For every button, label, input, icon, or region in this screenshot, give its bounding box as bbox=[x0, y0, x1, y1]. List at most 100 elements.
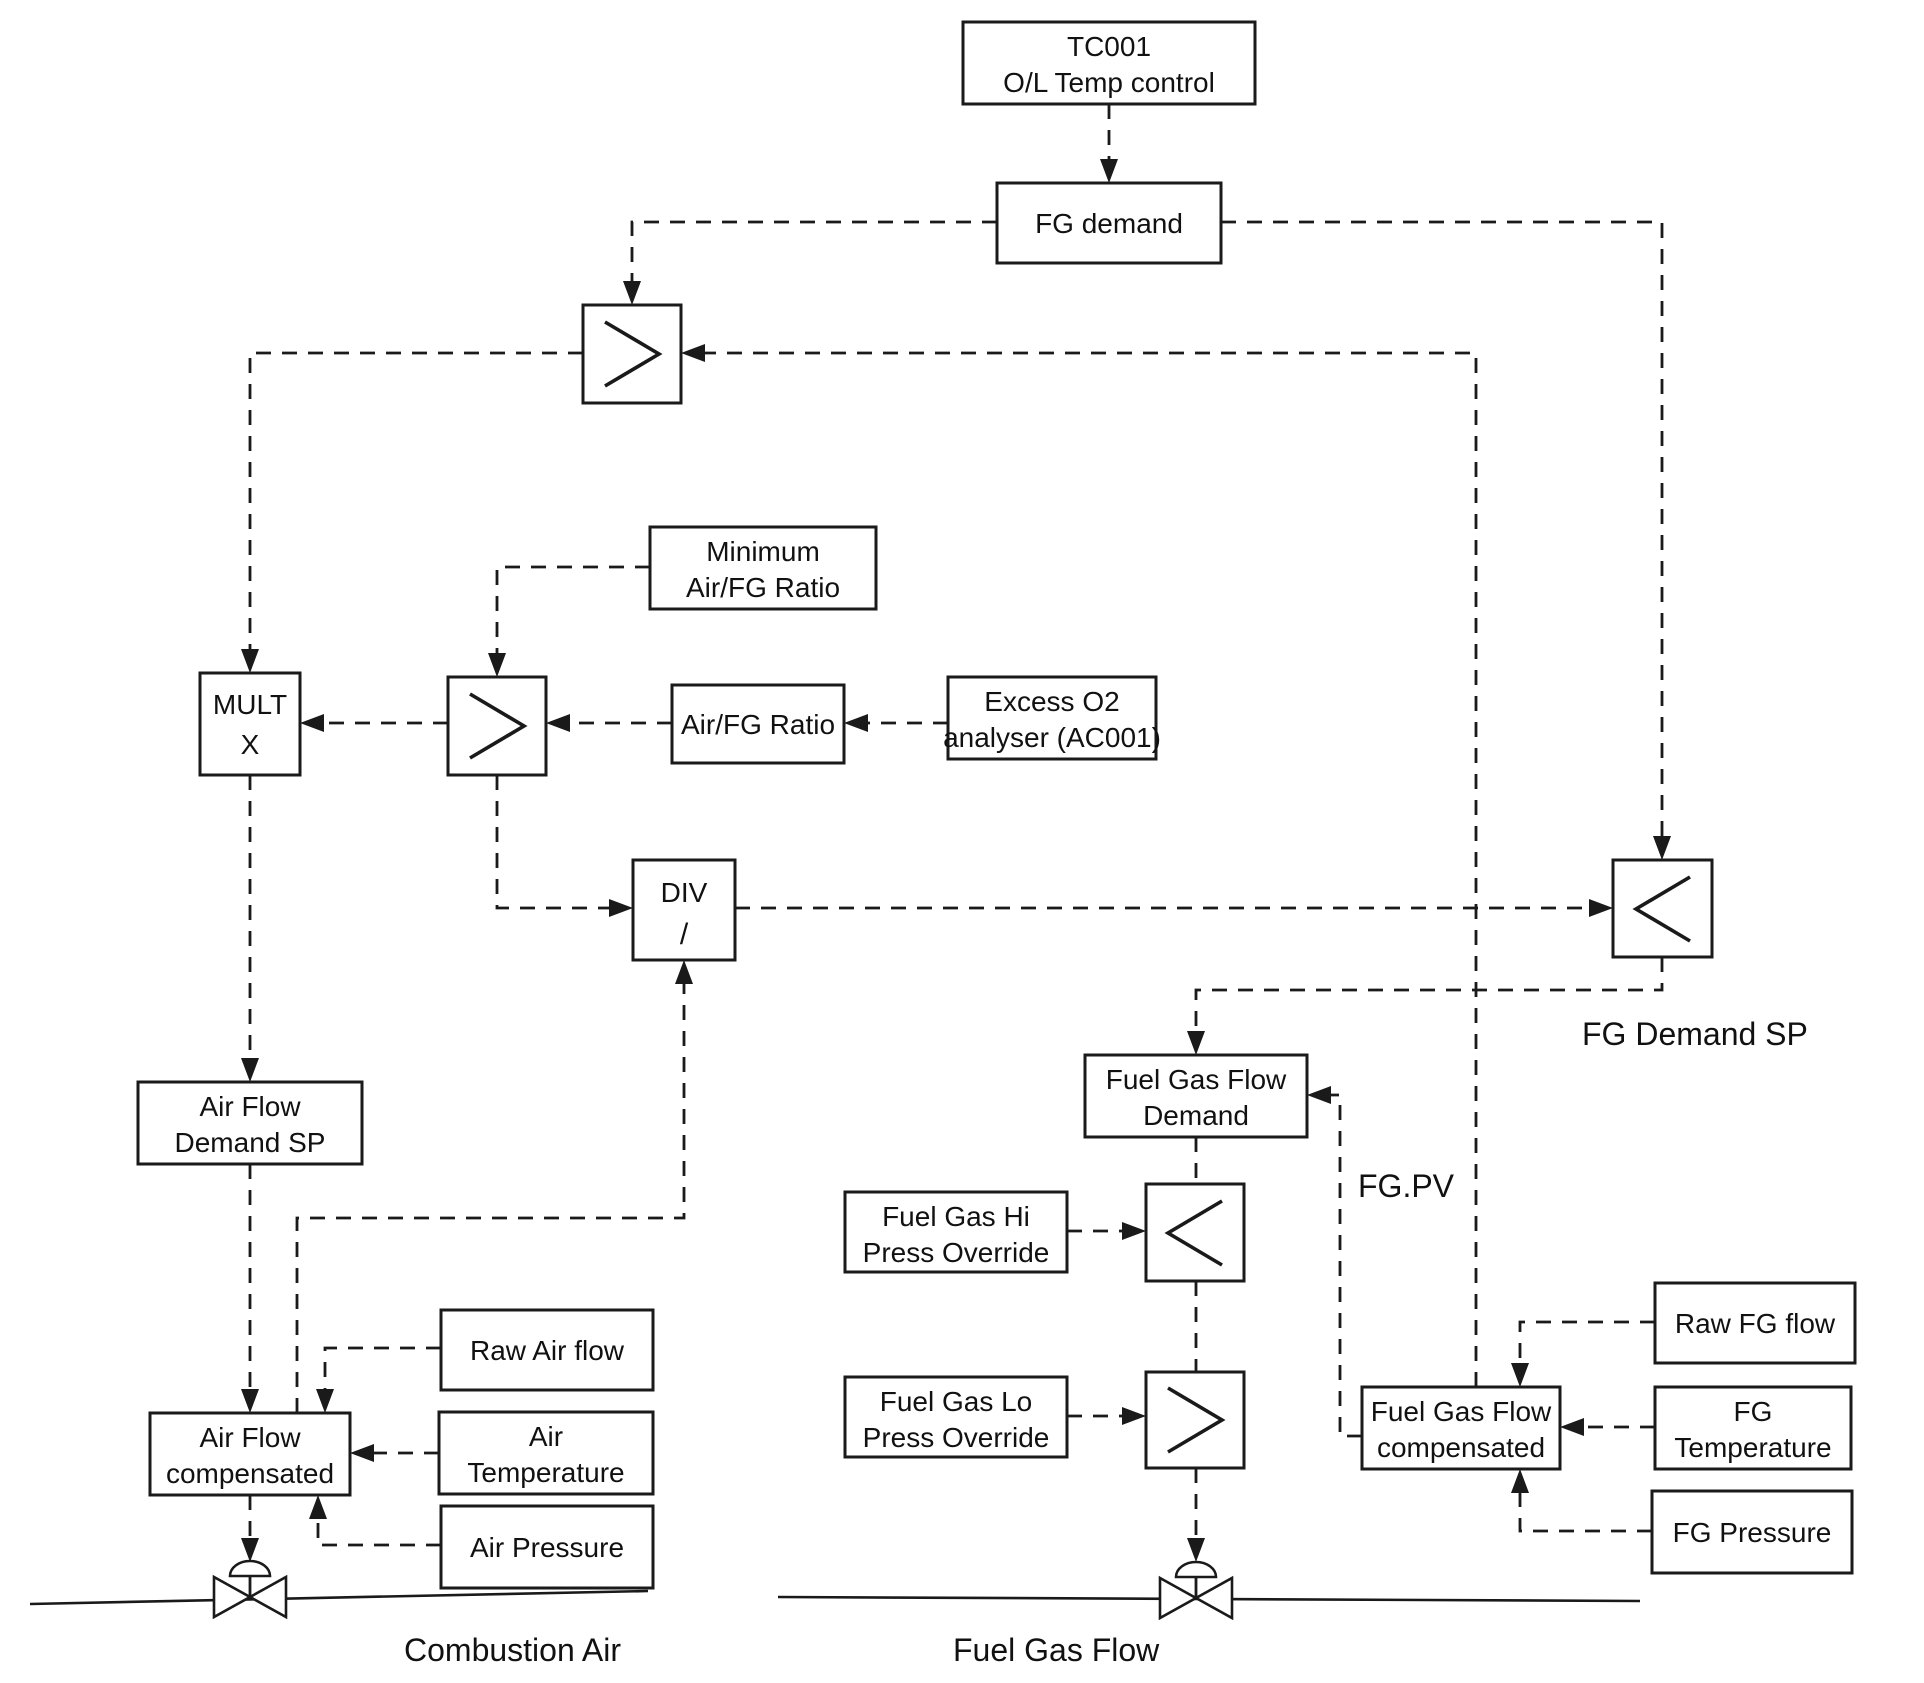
node-fg-temperature: FG Temperature bbox=[1653, 1385, 1853, 1471]
node-fuel-gas-flow-compensated-line1: Fuel Gas Flow bbox=[1371, 1396, 1552, 1427]
link-raw-fg-flow-to-compensated bbox=[1518, 1320, 1655, 1363]
node-air-temperature-box bbox=[437, 1410, 655, 1496]
valve-actuator-dome bbox=[228, 1559, 272, 1578]
node-fuel-gas-flow-compensated-line2: compensated bbox=[1377, 1432, 1545, 1463]
node-fg-demand: FG demand bbox=[995, 181, 1223, 265]
node-fg-pressure-label: FG Pressure bbox=[1673, 1517, 1832, 1548]
node-air-fg-ratio-label: Air/FG Ratio bbox=[681, 709, 835, 740]
link-raw-air-flow-to-compensated bbox=[323, 1346, 441, 1389]
high-select-lo-press-box bbox=[1144, 1370, 1246, 1470]
node-mult-line1: MULT bbox=[213, 689, 287, 720]
arrowhead bbox=[623, 281, 641, 305]
high-select-ratio bbox=[446, 675, 548, 777]
node-fg-demand-box bbox=[995, 181, 1223, 265]
node-excess-o2: Excess O2 analyser (AC001) bbox=[943, 675, 1161, 761]
valve-body bbox=[1158, 1575, 1234, 1621]
connectors bbox=[241, 104, 1671, 1562]
node-mult-line2: X bbox=[241, 729, 260, 760]
node-fuel-gas-lo-override: Fuel Gas Lo Press Override bbox=[843, 1375, 1069, 1459]
node-air-temperature: Air Temperature bbox=[437, 1410, 655, 1496]
node-fg-temperature-box bbox=[1653, 1385, 1853, 1471]
arrowhead bbox=[681, 344, 705, 362]
node-air-temperature-line1: Air bbox=[529, 1421, 563, 1452]
arrowhead bbox=[609, 899, 633, 917]
node-air-flow-compensated: Air Flow compensated bbox=[148, 1411, 352, 1497]
low-select-icon bbox=[1164, 1199, 1223, 1267]
valve-body bbox=[212, 1574, 288, 1620]
node-air-flow-compensated-box bbox=[148, 1411, 352, 1497]
high-select-lo-press bbox=[1144, 1370, 1246, 1470]
fuel-gas-valve-icon bbox=[1158, 1560, 1234, 1621]
node-raw-air-flow-box bbox=[439, 1308, 655, 1392]
node-fuel-gas-flow-demand-line2: Demand bbox=[1143, 1100, 1249, 1131]
arrowhead bbox=[316, 1389, 334, 1413]
arrowhead bbox=[1511, 1363, 1529, 1387]
low-select-hi-press-box bbox=[1144, 1182, 1246, 1283]
node-raw-fg-flow: Raw FG flow bbox=[1653, 1281, 1857, 1365]
high-select-air-demand-box bbox=[581, 303, 683, 405]
node-air-temperature-line2: Temperature bbox=[467, 1457, 624, 1488]
arrowhead bbox=[350, 1444, 374, 1462]
node-air-flow-demand-sp-line1: Air Flow bbox=[199, 1091, 301, 1122]
arrowhead bbox=[300, 714, 324, 732]
node-fuel-gas-flow-compensated-box bbox=[1360, 1385, 1562, 1471]
high-select-icon bbox=[1167, 1386, 1226, 1454]
node-mult-box bbox=[198, 671, 302, 777]
arrowhead bbox=[488, 653, 506, 677]
low-select-fg-demand-box bbox=[1611, 858, 1714, 959]
arrowhead bbox=[1589, 899, 1613, 917]
arrowhead bbox=[241, 1058, 259, 1082]
arrowhead bbox=[1560, 1418, 1584, 1436]
node-air-flow-demand-sp-line2: Demand SP bbox=[175, 1127, 326, 1158]
high-select-ratio-box bbox=[446, 675, 548, 777]
node-fuel-gas-hi-override-line1: Fuel Gas Hi bbox=[882, 1201, 1030, 1232]
node-fuel-gas-flow-compensated: Fuel Gas Flow compensated bbox=[1360, 1385, 1562, 1471]
node-fg-pressure: FG Pressure bbox=[1650, 1489, 1854, 1575]
node-div: DIV / bbox=[631, 858, 737, 962]
node-fuel-gas-flow-demand-line1: Fuel Gas Flow bbox=[1106, 1064, 1287, 1095]
node-fg-demand-label: FG demand bbox=[1035, 208, 1183, 239]
node-tc001-line1: TC001 bbox=[1067, 31, 1151, 62]
link-fg-flow-pv-to-high-select-air bbox=[705, 351, 1478, 1387]
fg-pv-label: FG.PV bbox=[1358, 1168, 1455, 1204]
link-fg-pressure-to-compensated bbox=[1518, 1493, 1652, 1533]
fuel-gas-flow-label: Fuel Gas Flow bbox=[953, 1632, 1160, 1668]
valve-actuator-dome bbox=[1174, 1560, 1218, 1579]
arrowhead bbox=[675, 960, 693, 984]
high-select-icon bbox=[604, 320, 663, 388]
link-low-select-fg-to-fg-flow-demand bbox=[1194, 957, 1664, 1031]
node-div-line2: / bbox=[680, 918, 689, 951]
node-fuel-gas-hi-override-box bbox=[843, 1190, 1069, 1274]
node-div-line1: DIV bbox=[661, 877, 708, 908]
link-high-select-air-to-mult bbox=[248, 351, 583, 649]
node-raw-fg-flow-label: Raw FG flow bbox=[1675, 1308, 1836, 1339]
node-excess-o2-box bbox=[946, 675, 1158, 761]
arrowhead bbox=[241, 1389, 259, 1413]
node-fuel-gas-hi-override: Fuel Gas Hi Press Override bbox=[843, 1190, 1069, 1274]
arrowhead bbox=[1122, 1222, 1146, 1240]
link-air-pressure-to-compensated bbox=[316, 1519, 441, 1547]
arrowhead bbox=[1187, 1031, 1205, 1055]
node-fuel-gas-lo-override-line1: Fuel Gas Lo bbox=[880, 1386, 1033, 1417]
node-fuel-gas-hi-override-line2: Press Override bbox=[863, 1237, 1050, 1268]
node-fg-temperature-line1: FG bbox=[1734, 1396, 1773, 1427]
node-air-fg-ratio: Air/FG Ratio bbox=[670, 683, 846, 765]
process-lines bbox=[29, 1559, 1641, 1621]
link-fg-demand-to-high-select-air bbox=[630, 220, 997, 281]
arrowhead bbox=[309, 1495, 327, 1519]
arrowhead bbox=[241, 649, 259, 673]
node-min-air-fg-ratio-line2: Air/FG Ratio bbox=[686, 572, 840, 603]
node-fuel-gas-lo-override-line2: Press Override bbox=[863, 1422, 1050, 1453]
node-air-flow-compensated-line2: compensated bbox=[166, 1458, 334, 1489]
node-raw-air-flow-label: Raw Air flow bbox=[470, 1335, 625, 1366]
node-tc001: TC001 O/L Temp control bbox=[961, 20, 1257, 106]
node-air-fg-ratio-box bbox=[670, 683, 846, 765]
node-min-air-fg-ratio: Minimum Air/FG Ratio bbox=[648, 525, 878, 611]
node-min-air-fg-ratio-box bbox=[648, 525, 878, 611]
node-tc001-line2: O/L Temp control bbox=[1003, 67, 1215, 98]
low-select-hi-press bbox=[1144, 1182, 1246, 1283]
link-fg-demand-to-low-select-fg bbox=[1221, 220, 1664, 836]
arrowhead bbox=[1511, 1469, 1529, 1493]
